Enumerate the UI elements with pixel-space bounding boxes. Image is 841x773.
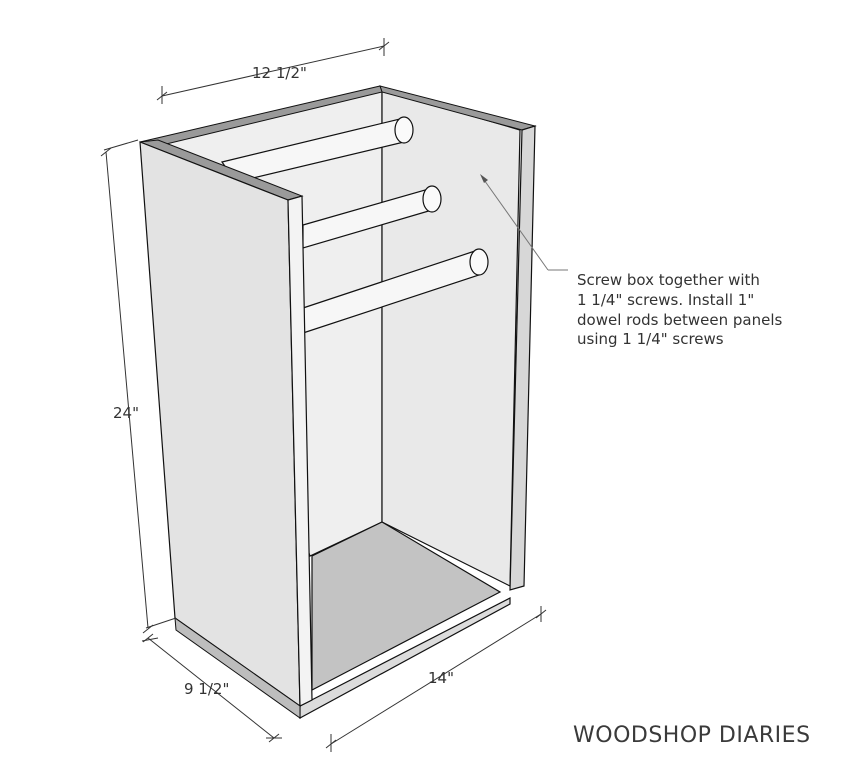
right-panel-inner xyxy=(381,89,521,587)
left-panel-front-edge xyxy=(287,195,313,707)
dimension-line-height xyxy=(100,139,177,634)
instruction-note-line-2: 1 1/4" screws. Install 1" xyxy=(577,291,754,309)
dowel-rod-top xyxy=(221,116,414,183)
dimension-line-depth xyxy=(141,633,282,743)
left-panel-outer-face xyxy=(139,141,301,708)
instruction-note-line-3: dowel rods between panels xyxy=(577,311,782,329)
dowel-rod-middle xyxy=(302,185,442,249)
dimension-line-width-top xyxy=(156,38,390,104)
instruction-note-line-4: using 1 1/4" screws xyxy=(577,330,724,348)
dimension-label-width-bottom: 14" xyxy=(428,669,454,687)
instruction-note-line-1: Screw box together with xyxy=(577,271,760,289)
dimension-line-width-bottom xyxy=(325,606,547,752)
dimension-label-height: 24" xyxy=(113,404,139,422)
dimension-label-depth: 9 1/2" xyxy=(184,680,229,698)
callout-leader xyxy=(480,174,568,271)
dimension-label-width-top: 12 1/2" xyxy=(252,64,307,82)
right-panel-front-edge xyxy=(509,125,536,591)
brand-wordmark: WOODSHOP DIARIES xyxy=(573,723,811,748)
bottom-panel xyxy=(311,521,502,691)
left-panel-bottom-edge xyxy=(174,616,301,719)
